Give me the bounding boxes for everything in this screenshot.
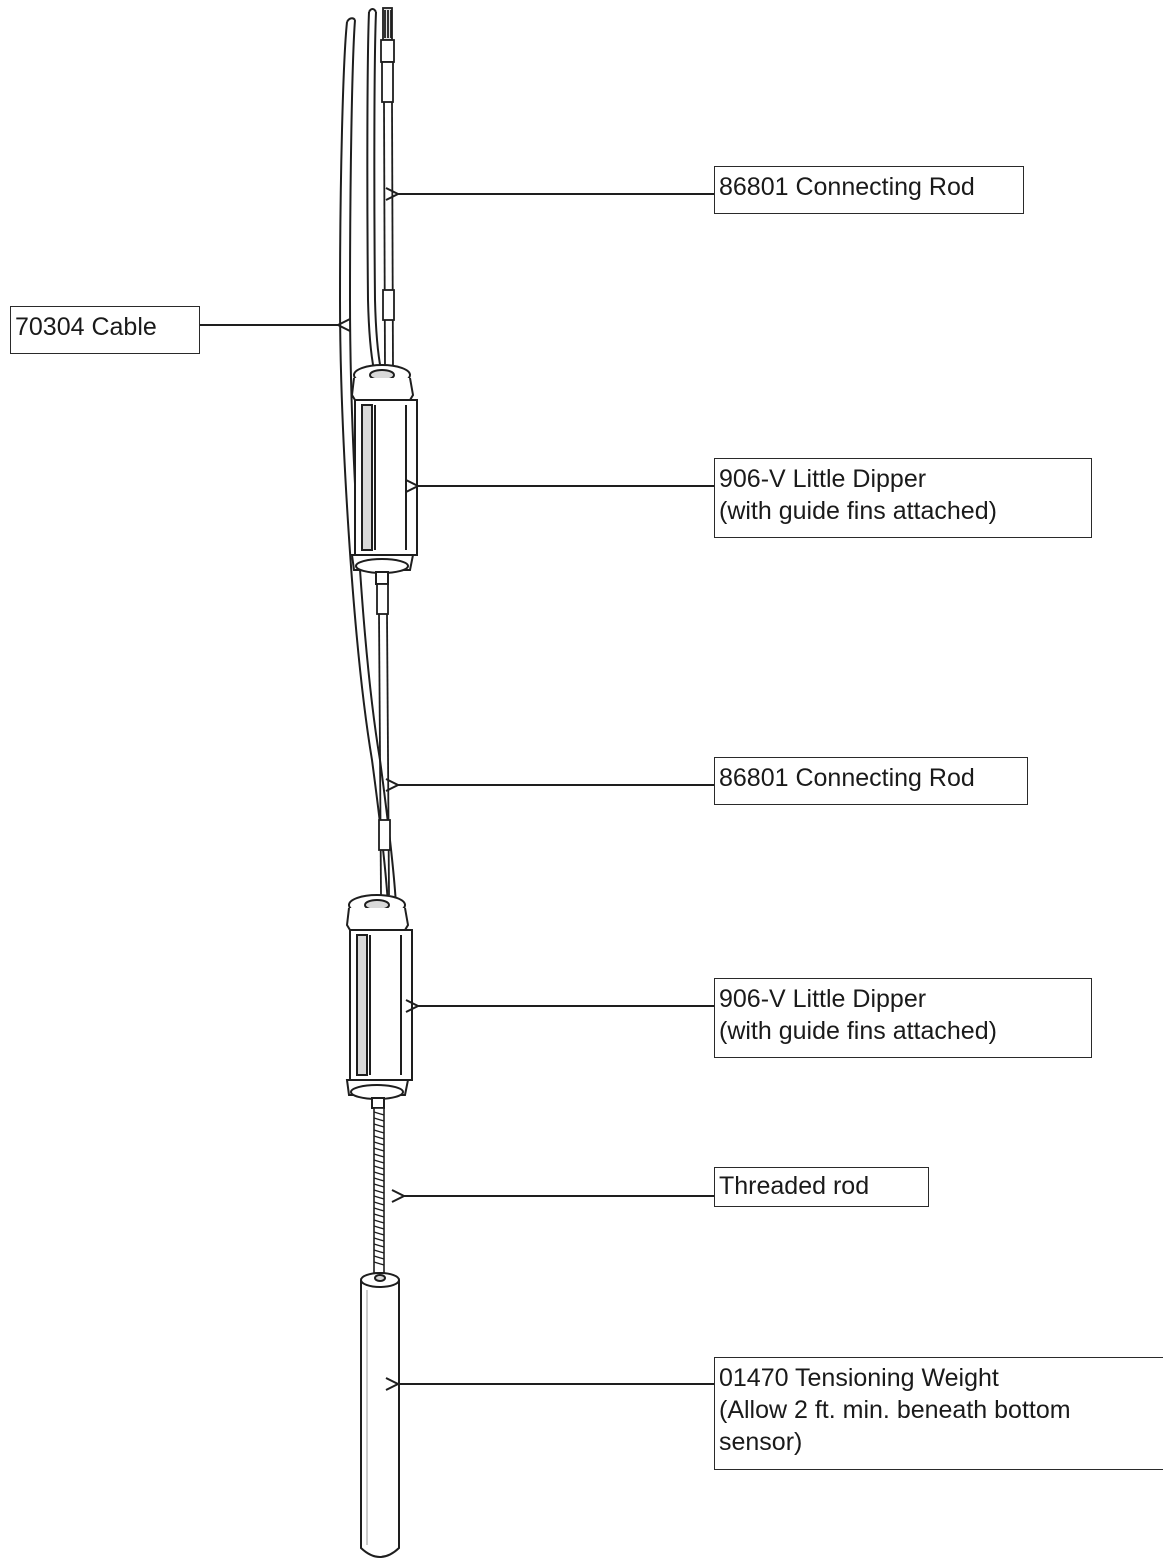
tensioning-weight-drawing [360,1272,400,1558]
label-cable-text: 70304 Cable [15,313,157,341]
label-little-dipper-bottom-line1: 906-V Little Dipper [719,985,927,1013]
label-tensioning-weight-line2: (Allow 2 ft. min. beneath bottom [719,1396,1071,1424]
label-little-dipper-bottom-line2: (with guide fins attached) [719,1017,997,1045]
middle-connecting-rod-drawing [376,583,391,896]
label-connecting-rod-middle: 86801 Connecting Rod [714,757,1028,805]
label-threaded-rod: Threaded rod [714,1167,929,1207]
label-tensioning-weight: 01470 Tensioning Weight (Allow 2 ft. min… [714,1357,1163,1470]
label-tensioning-weight-line1: 01470 Tensioning Weight [719,1364,999,1392]
label-little-dipper-top-line1: 906-V Little Dipper [719,465,927,493]
label-connecting-rod-top: 86801 Connecting Rod [714,166,1024,214]
label-connecting-rod-middle-text: 86801 Connecting Rod [719,764,975,792]
label-little-dipper-bottom: 906-V Little Dipper (with guide fins att… [714,978,1092,1058]
label-cable: 70304 Cable [10,306,200,354]
leader-lines [200,194,714,1384]
label-threaded-rod-text: Threaded rod [719,1172,870,1200]
label-little-dipper-top-line2: (with guide fins attached) [719,497,997,525]
cable-drawing [338,8,397,906]
label-connecting-rod-top-text: 86801 Connecting Rod [719,173,975,201]
label-little-dipper-top: 906-V Little Dipper (with guide fins att… [714,458,1092,538]
top-connecting-rod-drawing [380,7,395,371]
top-little-dipper-drawing [350,364,418,585]
bottom-little-dipper-drawing [345,894,413,1109]
label-tensioning-weight-line3: sensor) [719,1428,803,1456]
threaded-rod-drawing [373,1107,385,1274]
